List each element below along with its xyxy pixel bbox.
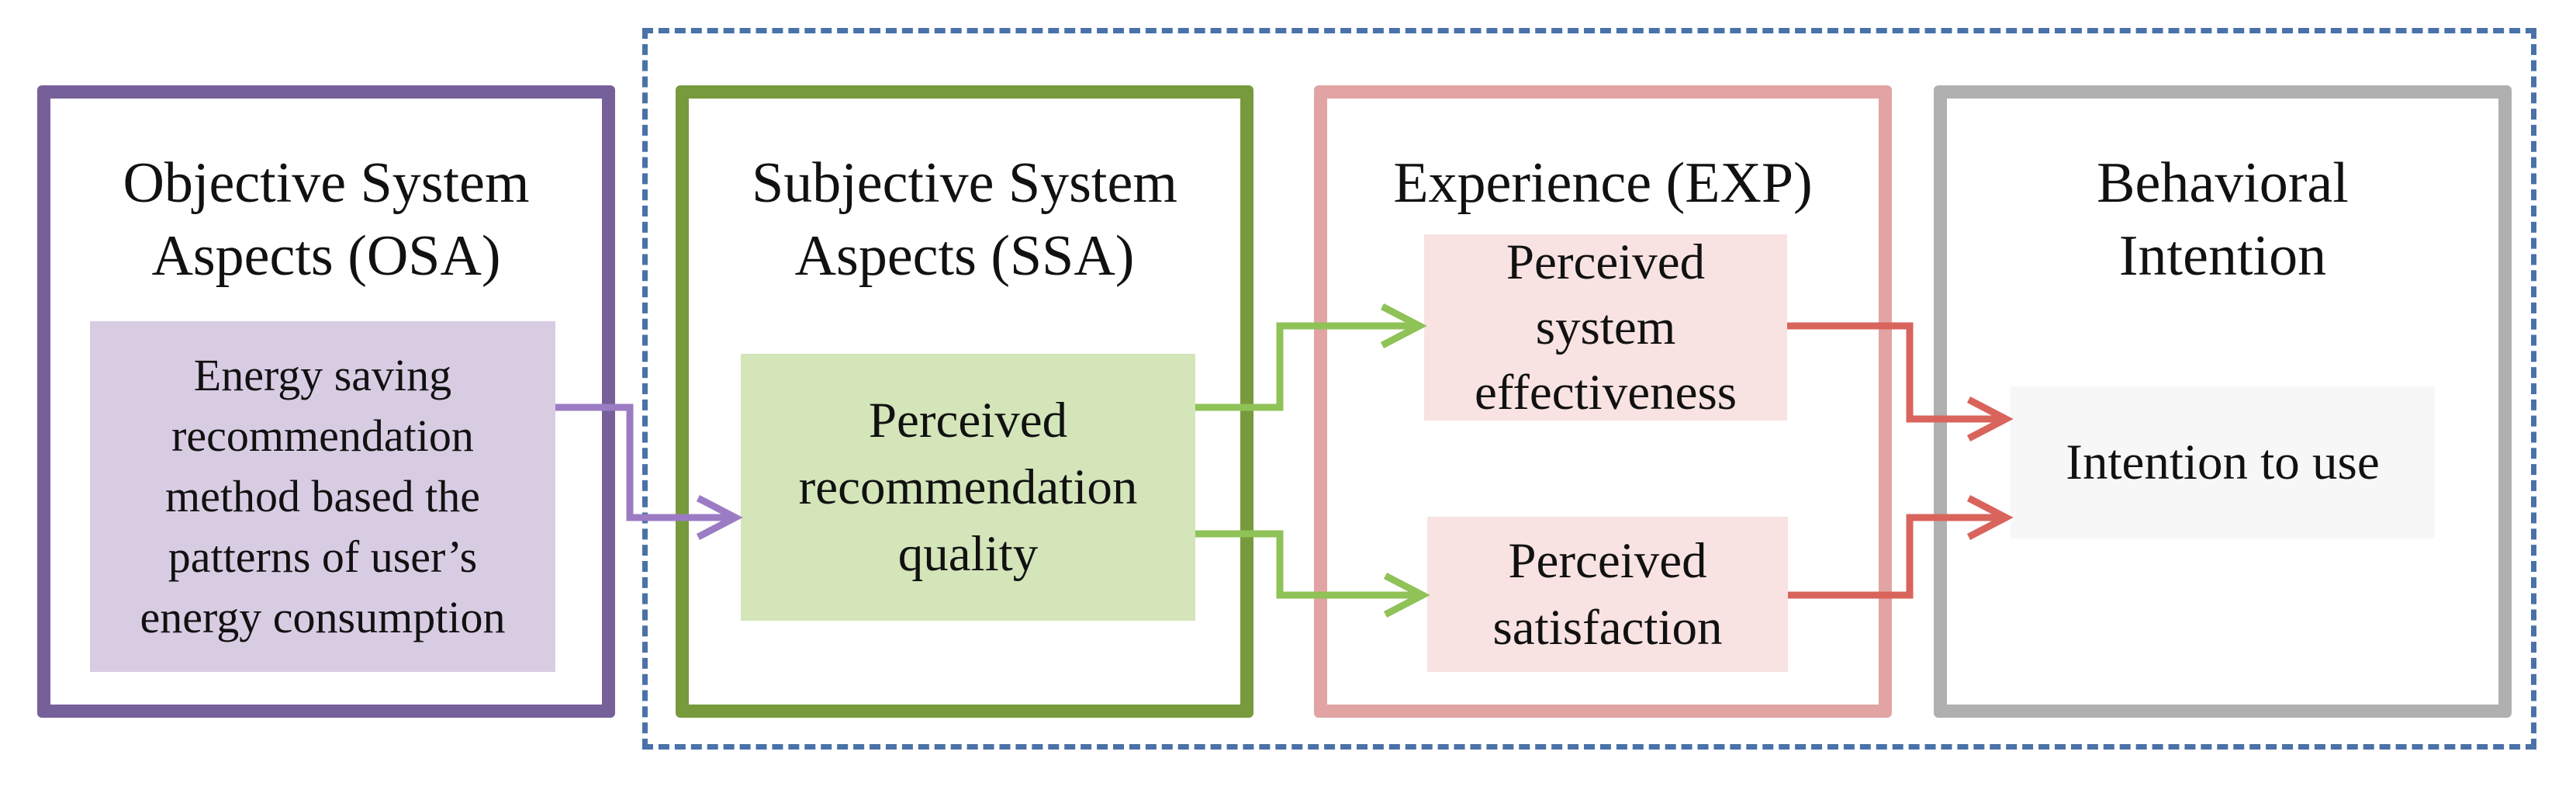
effectiveness-box-line: Perceived <box>1506 234 1706 290</box>
osa-title: Objective System Aspects (OSA) <box>50 147 602 293</box>
scope-dashed-frame <box>642 28 2536 750</box>
satisfaction-box-line: Perceived <box>1508 533 1707 589</box>
bi-title-line1: Behavioral <box>2097 151 2349 215</box>
osa-box: Energy saving recommendation method base… <box>90 321 555 672</box>
arrow-ssa-to-effectiveness <box>1195 322 1413 411</box>
bi-title-line2: Intention <box>2118 224 2327 288</box>
arrow-osa-to-ssa-head <box>696 495 743 540</box>
ssa-title-line2: Aspects (SSA) <box>794 224 1135 288</box>
effectiveness-box: Perceived system effectiveness <box>1424 234 1787 421</box>
ssa-title-line1: Subjective System <box>752 151 1177 215</box>
effectiveness-box-line: effectiveness <box>1474 365 1738 421</box>
osa-title-line1: Objective System <box>123 151 530 215</box>
exp-title: Experience (EXP) <box>1327 147 1879 220</box>
bi-title: Behavioral Intention <box>1947 147 2498 293</box>
arrow-osa-to-ssa <box>555 403 729 521</box>
osa-box-line: Energy saving <box>193 350 452 400</box>
intention-box: Intention to use <box>2011 386 2435 538</box>
satisfaction-box-line: satisfaction <box>1492 600 1723 656</box>
arrow-ssa-to-effectiveness-head <box>1380 303 1427 348</box>
arrow-satisfaction-to-intention-head <box>1966 495 2014 540</box>
osa-box-line: recommendation <box>171 410 474 461</box>
osa-box-line: patterns of user’s <box>168 532 478 582</box>
ssa-box-line: recommendation <box>798 459 1138 515</box>
intention-box-line: Intention to use <box>2066 435 2380 490</box>
ssa-box: Perceived recommendation quality <box>741 354 1195 621</box>
satisfaction-box: Perceived satisfaction <box>1427 517 1788 672</box>
exp-title-line1: Experience (EXP) <box>1393 151 1813 215</box>
effectiveness-box-line: system <box>1535 300 1676 355</box>
osa-box-line: method based the <box>165 471 480 521</box>
arrow-ssa-to-satisfaction-head <box>1383 573 1430 618</box>
ssa-title: Subjective System Aspects (SSA) <box>689 147 1240 293</box>
arrow-effectiveness-to-intention <box>1787 322 2000 423</box>
ssa-box-line: Perceived <box>868 393 1068 448</box>
arrow-ssa-to-satisfaction <box>1195 530 1416 599</box>
arrow-satisfaction-to-intention <box>1788 514 2000 599</box>
osa-box-line: energy consumption <box>140 592 506 642</box>
arrow-effectiveness-to-intention-head <box>1966 396 2014 441</box>
osa-title-line2: Aspects (OSA) <box>151 224 501 288</box>
ssa-box-line: quality <box>897 526 1039 582</box>
